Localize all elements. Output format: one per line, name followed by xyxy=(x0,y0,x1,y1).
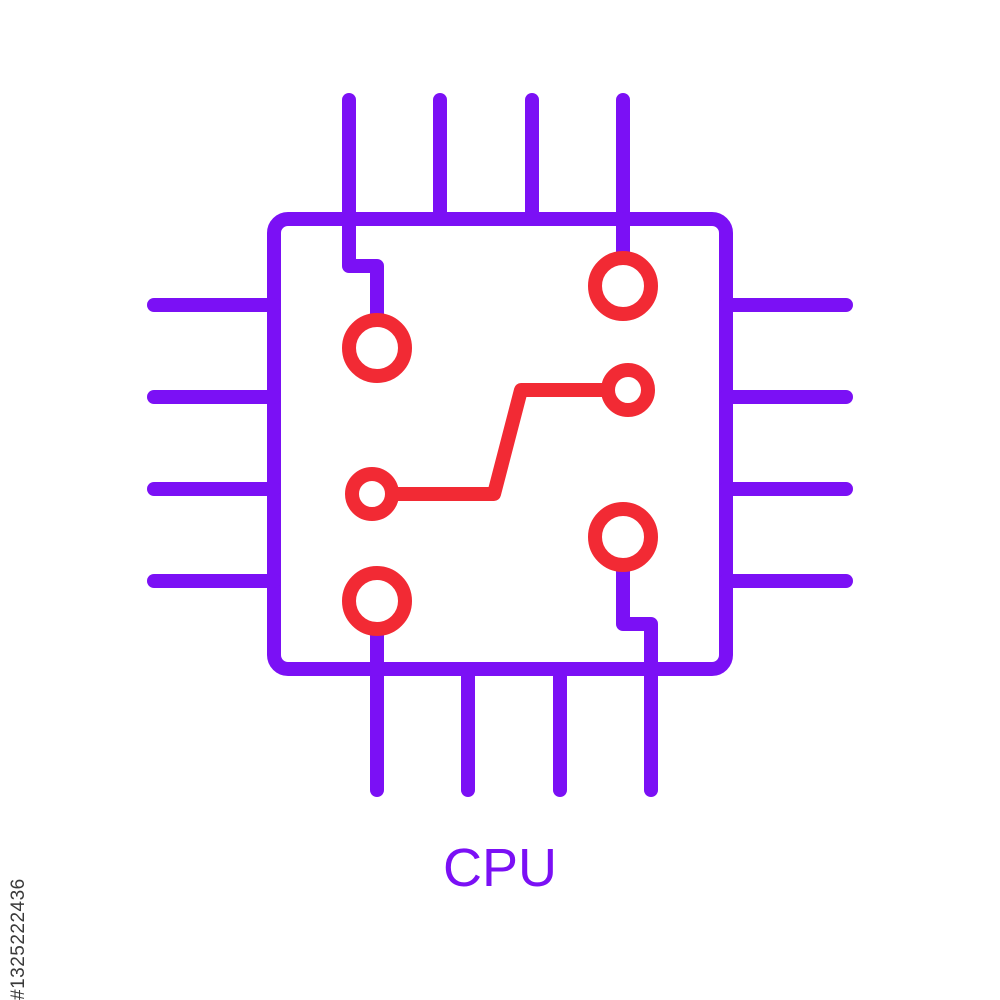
node-upper-left xyxy=(342,313,412,383)
cpu-label: CPU xyxy=(442,838,557,898)
circuit-nodes xyxy=(342,251,658,636)
circuit-trace xyxy=(385,383,615,501)
chip-body xyxy=(147,93,853,797)
node-upper-right xyxy=(588,251,658,321)
stock-id-text: #1325222436 xyxy=(8,878,29,1000)
chip-outline xyxy=(267,212,733,676)
node-lower-right xyxy=(588,502,658,572)
trace-top-left xyxy=(342,212,384,327)
trace-bottom-right xyxy=(616,560,658,676)
node-lower-left xyxy=(342,566,412,636)
